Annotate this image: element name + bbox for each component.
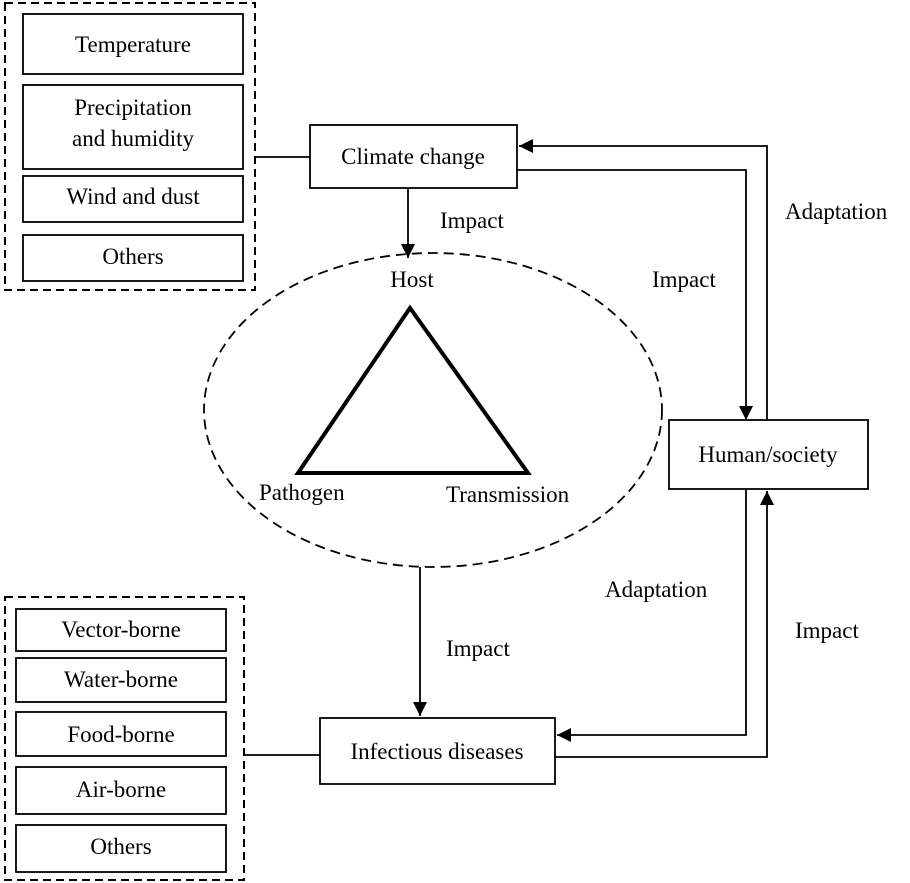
precipitation-box (22, 84, 244, 170)
air-borne-box (15, 766, 227, 815)
precipitation-label-line1: Precipitation (74, 95, 192, 120)
disease-others-label: Others (90, 834, 151, 859)
triad-to-diseases-label: Impact (446, 636, 510, 661)
climate-change-label: Climate change (341, 144, 485, 169)
triad-ellipse (203, 252, 663, 568)
climate-to-host-label: Impact (440, 208, 504, 233)
climate-factors-group (4, 2, 256, 291)
diseases-to-human-arrow (555, 491, 774, 758)
water-borne-box (15, 657, 227, 703)
vector-borne-label: Vector-borne (61, 617, 181, 642)
climate-others-label: Others (102, 244, 163, 269)
infectious-diseases-box (319, 717, 556, 785)
food-borne-box (15, 711, 227, 757)
diseases-to-human-label: Impact (795, 618, 859, 643)
triad-triangle (294, 304, 532, 475)
vector-borne-box (15, 608, 227, 652)
pathogen-label: Pathogen (259, 480, 345, 505)
host-label: Host (390, 267, 434, 292)
climate-others-box (22, 234, 244, 282)
temperature-box (22, 13, 244, 75)
human-society-box (668, 419, 869, 490)
human-to-diseases-arrow (557, 489, 747, 742)
precipitation-label-line2: and humidity (72, 126, 195, 151)
transmission-label: Transmission (446, 482, 570, 507)
human-to-diseases-label: Adaptation (605, 577, 708, 602)
infectious-diseases-label: Infectious diseases (350, 739, 523, 764)
human-to-climate-arrow (519, 139, 768, 420)
human-society-label: Human/society (698, 442, 838, 467)
climate-to-human-arrow (517, 169, 753, 420)
food-borne-label: Food-borne (67, 722, 174, 747)
temperature-label: Temperature (75, 32, 191, 57)
air-borne-label: Air-borne (76, 777, 166, 802)
human-to-climate-label: Adaptation (785, 199, 888, 224)
disease-others-box (15, 824, 227, 873)
climate-to-human-label: Impact (652, 267, 716, 292)
wind-dust-label: Wind and dust (66, 184, 200, 209)
water-borne-label: Water-borne (64, 667, 178, 692)
wind-dust-box (22, 175, 244, 223)
climate-change-box (309, 124, 518, 189)
disease-types-group (4, 596, 245, 881)
